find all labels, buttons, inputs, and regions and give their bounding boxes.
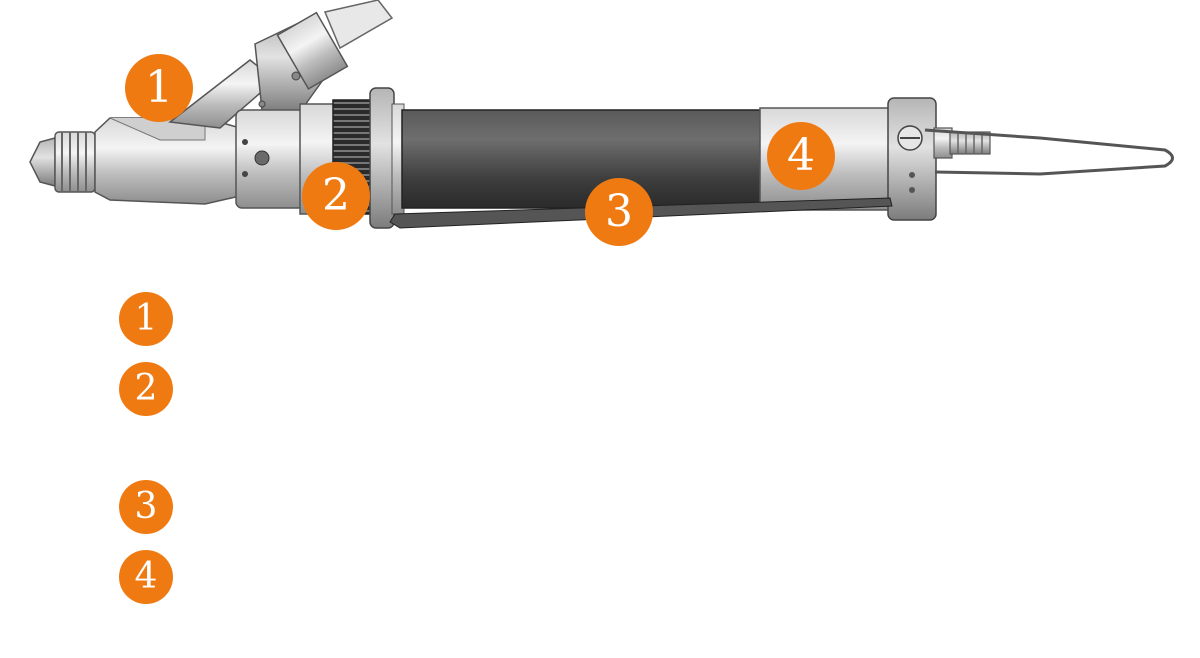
wire-hook <box>924 128 1174 176</box>
gas-inlet-elbow <box>168 0 394 129</box>
legend-4-badge: 4 <box>119 550 173 604</box>
cable-connector <box>933 127 991 159</box>
legend-3-badge: 3 <box>119 480 173 534</box>
legend-4-number: 4 <box>134 556 158 597</box>
legend-1-badge: 1 <box>119 292 173 346</box>
legend-3-number: 3 <box>134 486 158 527</box>
handle-grip <box>401 109 763 209</box>
nozzle-tip <box>29 117 241 205</box>
callout-2-number: 2 <box>322 170 350 221</box>
callout-4-badge: 4 <box>767 122 835 190</box>
callout-1-badge: 1 <box>125 54 193 122</box>
callout-2-badge: 2 <box>302 162 370 230</box>
callout-1-number: 1 <box>145 62 173 113</box>
callout-3-number: 3 <box>605 186 633 237</box>
front-flange <box>369 87 405 229</box>
legend-1-number: 1 <box>134 298 158 339</box>
callout-3-badge: 3 <box>585 178 653 246</box>
legend-2-badge: 2 <box>119 362 173 416</box>
callout-4-number: 4 <box>787 130 815 181</box>
legend-2-number: 2 <box>134 368 158 409</box>
